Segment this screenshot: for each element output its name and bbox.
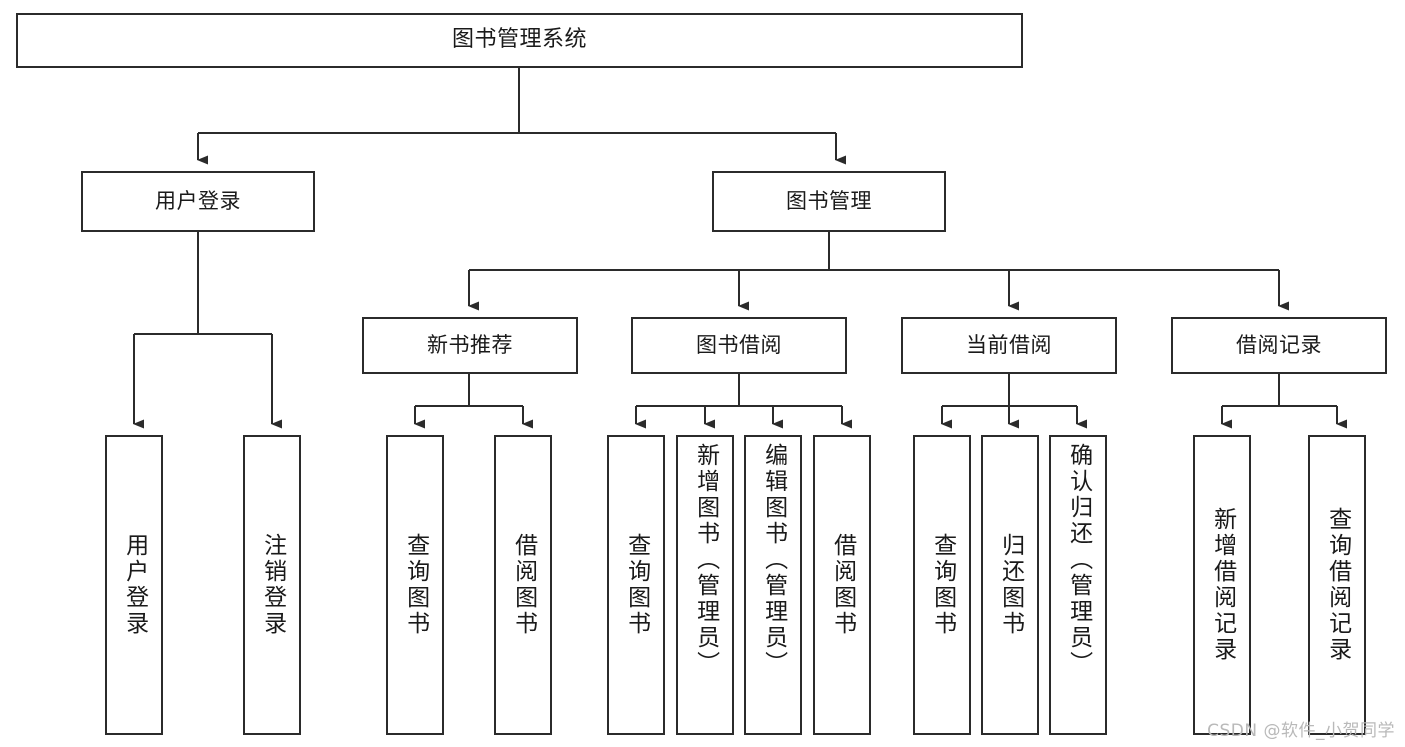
node-leaf-return-book-label: 归还图书 bbox=[997, 533, 1024, 637]
node-leaf-edit-book-label: 编辑图书（管理员） bbox=[760, 443, 787, 677]
node-leaf-query-book-1-label: 查询图书 bbox=[402, 533, 429, 637]
node-leaf-add-record-label: 新增借阅记录 bbox=[1209, 507, 1236, 663]
node-current-borrow[interactable]: 当前借阅 bbox=[901, 317, 1117, 374]
node-leaf-query-record[interactable]: 查询借阅记录 bbox=[1308, 435, 1366, 735]
node-leaf-query-book-3[interactable]: 查询图书 bbox=[913, 435, 971, 735]
node-leaf-confirm-return[interactable]: 确认归还（管理员） bbox=[1049, 435, 1107, 735]
node-leaf-query-book-2-label: 查询图书 bbox=[623, 533, 650, 637]
node-leaf-add-record[interactable]: 新增借阅记录 bbox=[1193, 435, 1251, 735]
node-user-login[interactable]: 用户登录 bbox=[81, 171, 315, 232]
node-book-manage[interactable]: 图书管理 bbox=[712, 171, 946, 232]
csdn-watermark: CSDN @软件_小贺同学 bbox=[1207, 721, 1395, 741]
node-leaf-edit-book[interactable]: 编辑图书（管理员） bbox=[744, 435, 802, 735]
node-leaf-user-logout[interactable]: 注销登录 bbox=[243, 435, 301, 735]
node-new-book-rec[interactable]: 新书推荐 bbox=[362, 317, 578, 374]
node-user-login-label: 用户登录 bbox=[155, 188, 241, 213]
node-leaf-confirm-return-label: 确认归还（管理员） bbox=[1065, 443, 1092, 677]
node-leaf-user-login[interactable]: 用户登录 bbox=[105, 435, 163, 735]
node-leaf-borrow-book-1-label: 借阅图书 bbox=[510, 533, 537, 637]
node-leaf-add-book[interactable]: 新增图书（管理员） bbox=[676, 435, 734, 735]
node-book-borrow[interactable]: 图书借阅 bbox=[631, 317, 847, 374]
node-leaf-user-logout-label: 注销登录 bbox=[259, 533, 286, 637]
node-leaf-borrow-book-2-label: 借阅图书 bbox=[829, 533, 856, 637]
node-leaf-query-book-3-label: 查询图书 bbox=[929, 533, 956, 637]
node-leaf-user-login-label: 用户登录 bbox=[121, 533, 148, 637]
node-root-system-label: 图书管理系统 bbox=[451, 27, 587, 53]
node-borrow-record[interactable]: 借阅记录 bbox=[1171, 317, 1387, 374]
node-leaf-query-record-label: 查询借阅记录 bbox=[1324, 507, 1351, 663]
node-current-borrow-label: 当前借阅 bbox=[966, 332, 1052, 357]
node-root-system[interactable]: 图书管理系统 bbox=[16, 13, 1023, 68]
node-leaf-borrow-book-2[interactable]: 借阅图书 bbox=[813, 435, 871, 735]
node-leaf-query-book-2[interactable]: 查询图书 bbox=[607, 435, 665, 735]
node-borrow-record-label: 借阅记录 bbox=[1236, 332, 1322, 357]
node-leaf-borrow-book-1[interactable]: 借阅图书 bbox=[494, 435, 552, 735]
node-book-borrow-label: 图书借阅 bbox=[696, 332, 782, 357]
node-leaf-query-book-1[interactable]: 查询图书 bbox=[386, 435, 444, 735]
node-leaf-return-book[interactable]: 归还图书 bbox=[981, 435, 1039, 735]
node-leaf-add-book-label: 新增图书（管理员） bbox=[692, 443, 719, 677]
node-book-manage-label: 图书管理 bbox=[786, 188, 872, 213]
node-new-book-rec-label: 新书推荐 bbox=[427, 332, 513, 357]
